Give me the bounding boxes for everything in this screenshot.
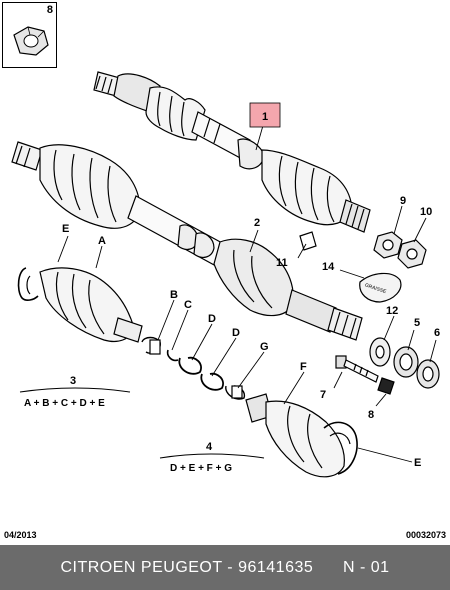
kit-3-formula: A + B + C + D + E <box>24 398 105 409</box>
revision-date: 04/2013 <box>4 530 37 540</box>
exploded-parts-diagram: 1 2 9 10 11 14 12 5 6 7 8 E A B C D D G … <box>11 71 440 478</box>
inset-part-8: 8 <box>2 2 57 68</box>
callout-1: 1 <box>262 111 268 123</box>
callout-1-highlight <box>249 102 281 128</box>
footer-text: CITROEN PEUGEOT - 96141635 N - 01 <box>60 558 390 576</box>
kit-4: 4 D + E + F + G <box>159 441 265 474</box>
callout-5: 5 <box>414 317 420 329</box>
callout-9: 9 <box>400 195 406 207</box>
callout-6: 6 <box>434 327 440 339</box>
callout-7: 7 <box>320 389 326 401</box>
callout-D-upper: D <box>208 313 216 325</box>
kit-3-number: 3 <box>70 375 76 387</box>
outer-boot-kit-parts <box>245 393 358 478</box>
callout-E-upper: E <box>62 223 69 235</box>
callout-8: 8 <box>368 409 374 421</box>
document-number: 00032073 <box>405 530 446 540</box>
callout-14: 14 <box>322 261 335 273</box>
kit-4-number: 4 <box>206 441 213 453</box>
inner-boot-kit-parts <box>17 267 246 400</box>
callout-A: A <box>98 235 106 247</box>
callout-C: C <box>184 299 192 311</box>
callout-12: 12 <box>386 305 398 317</box>
inset-number: 8 <box>46 4 53 16</box>
nut-icon <box>13 26 49 56</box>
callout-11: 11 <box>276 257 288 269</box>
upper-driveshaft <box>93 71 371 233</box>
leader-lines <box>57 121 437 463</box>
hub-hardware <box>299 231 440 395</box>
kit-3: 3 A + B + C + D + E <box>19 375 131 409</box>
callout-B: B <box>170 289 178 301</box>
callout-F: F <box>300 361 307 373</box>
callout-D-lower: D <box>232 327 240 339</box>
kit-4-formula: D + E + F + G <box>170 463 232 474</box>
callout-10: 10 <box>420 206 432 218</box>
lower-driveshaft <box>11 141 363 341</box>
callout-E-lower: E <box>414 457 421 469</box>
callout-G: G <box>260 341 269 353</box>
callout-2: 2 <box>254 217 260 229</box>
footer-bar: CITROEN PEUGEOT - 96141635 N - 01 <box>0 545 450 590</box>
